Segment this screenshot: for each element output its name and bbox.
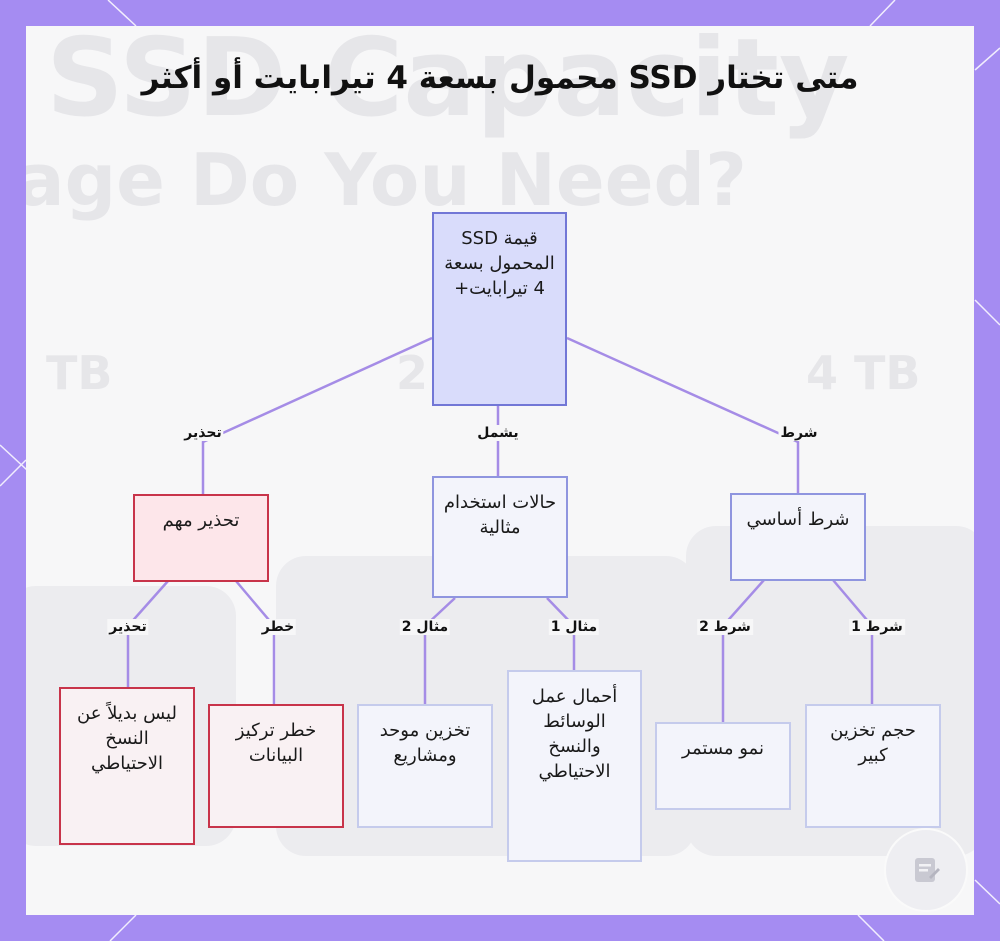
node-use-cases: حالات استخدام مثالية: [432, 476, 568, 598]
edge-label-includes: يشمل: [475, 425, 521, 441]
node-condition-label: شرط أساسي: [746, 509, 850, 530]
node-unified-storage-label: تخزين موحد ومشاريع: [379, 720, 471, 766]
edge-condition-large: [832, 579, 874, 705]
node-use-cases-label: حالات استخدام مثالية: [443, 492, 557, 538]
background-label-middle: 2: [396, 346, 429, 400]
edge-label-example-2: مثال 2: [399, 619, 451, 635]
edge-warning-risk: [235, 580, 276, 705]
background-label-right: 4 TB: [806, 346, 921, 400]
edge-usecases-unified: [423, 597, 456, 705]
node-root: قيمة SSD المحمول بسعة 4 تيرابايت+: [432, 212, 567, 406]
edge-root-condition: [566, 336, 800, 493]
node-media-work-label: أحمال عمل الوسائط والنسخ الاحتياطي: [531, 686, 618, 782]
edge-label-warning-leaf: تحذير: [107, 619, 149, 635]
background-heading: SSD Capacity: [46, 26, 850, 141]
edge-label-example-1: مثال 1: [548, 619, 600, 635]
node-root-label: قيمة SSD المحمول بسعة 4 تيرابايت+: [444, 228, 555, 299]
node-no-backup-label: ليس بديلاً عن النسخ الاحتياطي: [77, 703, 177, 774]
node-no-backup: ليس بديلاً عن النسخ الاحتياطي: [59, 687, 195, 845]
edge-label-risk: خطر: [259, 619, 297, 635]
diagram-title: متى تختار SSD محمول بسعة 4 تيرابايت أو أ…: [141, 60, 859, 96]
edge-condition-growth: [721, 579, 765, 723]
node-continuous-growth-label: نمو مستمر: [682, 738, 764, 759]
node-warning-label: تحذير مهم: [162, 509, 240, 531]
node-data-risk-label: خطر تركيز البيانات: [235, 720, 317, 766]
node-continuous-growth: نمو مستمر: [655, 722, 791, 810]
node-warning: تحذير مهم: [133, 494, 269, 582]
background-label-left: TB: [46, 346, 113, 400]
edge-label-warning: تحذير: [182, 425, 224, 441]
node-large-storage: حجم تخزين كبير: [805, 704, 941, 828]
edge-label-condition-1: شرط 1: [849, 619, 905, 635]
edge-label-condition: شرط: [778, 425, 820, 441]
edge-label-condition-2: شرط 2: [697, 619, 753, 635]
edge-root-warning: [201, 336, 433, 494]
background-subheading: age Do You Need?: [26, 138, 747, 222]
node-media-work: أحمال عمل الوسائط والنسخ الاحتياطي: [507, 670, 642, 862]
node-data-risk: خطر تركيز البيانات: [208, 704, 344, 828]
node-condition: شرط أساسي: [730, 493, 866, 581]
document-edit-icon: [884, 828, 968, 912]
node-unified-storage: تخزين موحد ومشاريع: [357, 704, 493, 828]
node-large-storage-label: حجم تخزين كبير: [830, 720, 916, 766]
